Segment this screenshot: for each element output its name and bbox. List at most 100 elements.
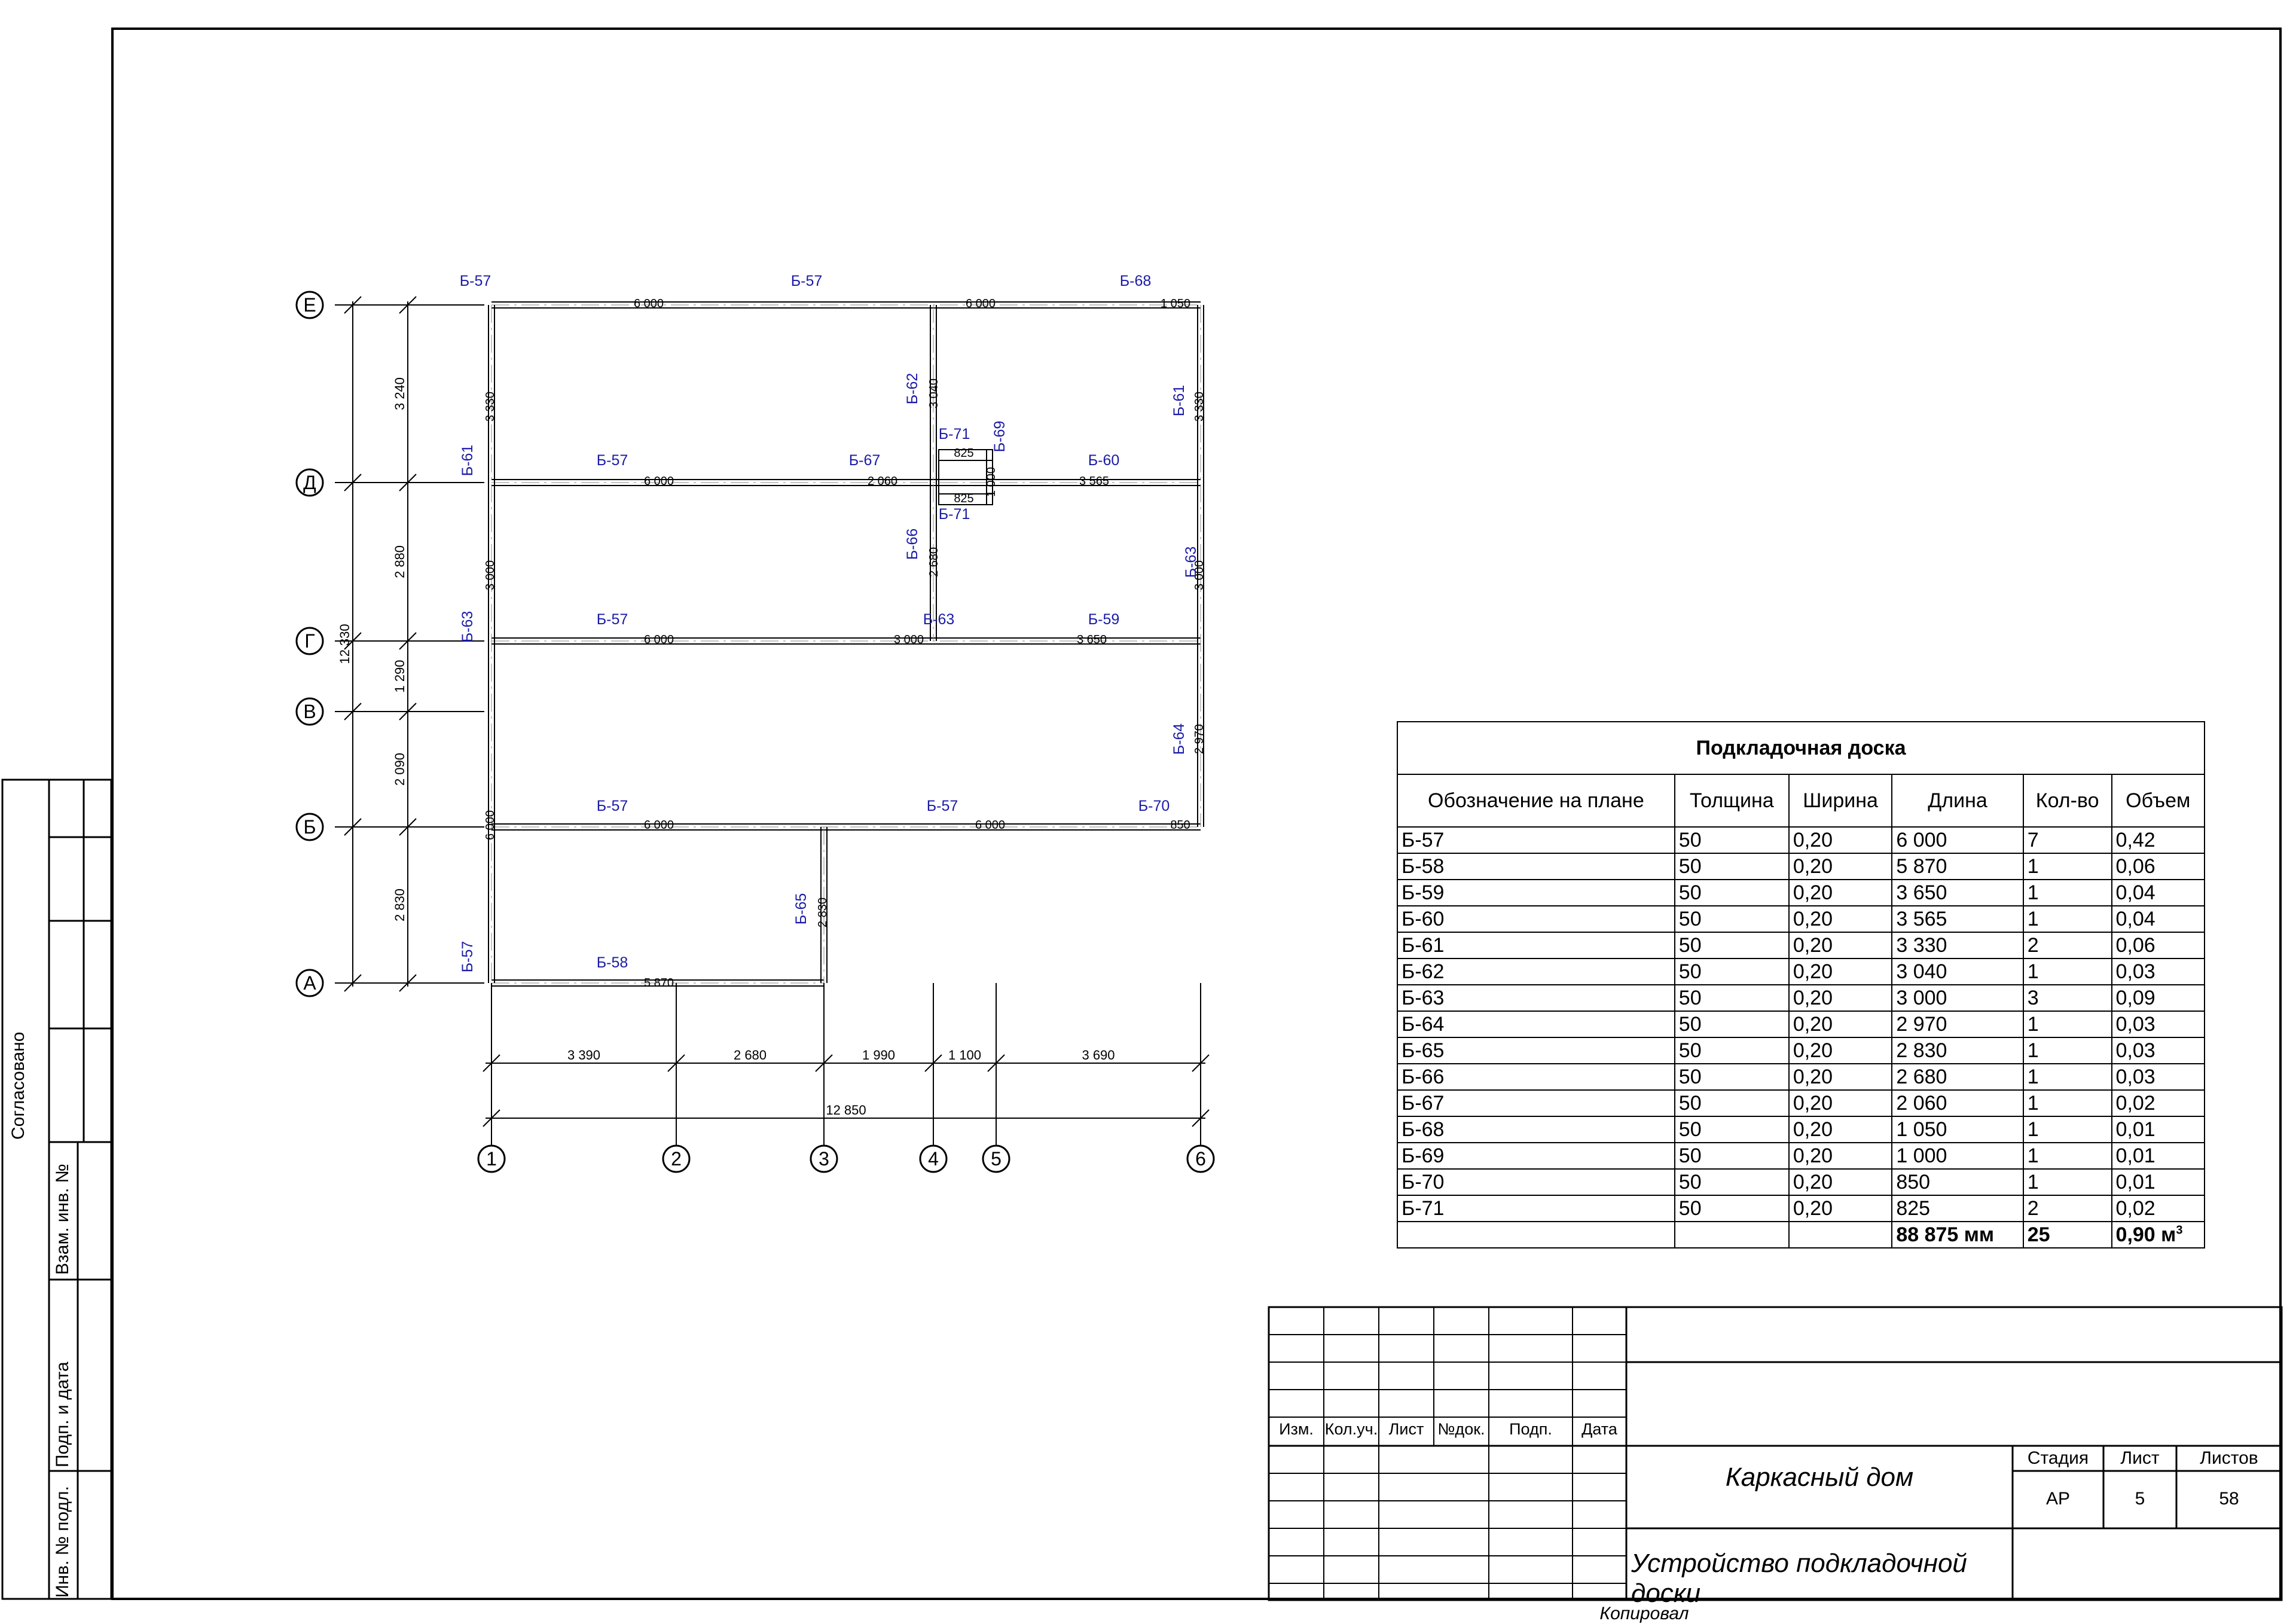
sheet-title: Устройство подкладочной доски xyxy=(1631,1549,1967,1608)
dim-tick xyxy=(399,474,417,492)
sheet-value: 5 xyxy=(2135,1489,2145,1509)
board-tag: Б-63 xyxy=(459,611,476,643)
total-volume: 0,90 м3 xyxy=(2111,1221,2206,1248)
sheets-label: Листов xyxy=(2200,1448,2258,1468)
table-title: Подкладочная доска xyxy=(1397,721,2205,775)
table-cell: 6 000 xyxy=(1891,826,2024,854)
table-cell: 0,20 xyxy=(1788,932,1893,959)
table-cell: Б-66 xyxy=(1397,1063,1675,1091)
table-cell: 850 xyxy=(1891,1168,2024,1196)
table-cell: 0,03 xyxy=(2111,1063,2206,1091)
board-tag: Б-64 xyxy=(1171,724,1187,755)
table-cell: 825 xyxy=(1891,1195,2024,1222)
board-length-text: 3 040 xyxy=(927,378,941,408)
stamp-col-label: Лист xyxy=(1388,1420,1424,1438)
axis-row-circle xyxy=(295,813,324,841)
table-cell: 50 xyxy=(1674,984,1790,1012)
stamp-col-label: Изм. xyxy=(1279,1420,1314,1438)
board-tag: Б-66 xyxy=(904,529,921,560)
stamp-col-label: №док. xyxy=(1437,1420,1485,1438)
row-dim-text: 2 090 xyxy=(392,753,407,786)
table-cell: 50 xyxy=(1674,1195,1790,1222)
board-tag: Б-71 xyxy=(939,506,970,523)
board-length-text: 5 870 xyxy=(644,976,674,990)
table-cell: Б-68 xyxy=(1397,1116,1675,1143)
board-length-text: 2 060 xyxy=(868,475,897,488)
table-cell: 3 565 xyxy=(1891,905,2024,933)
table-cell: 0,20 xyxy=(1788,853,1893,880)
table-cell: 50 xyxy=(1674,1168,1790,1196)
table-cell: 1 xyxy=(2022,1011,2112,1038)
dim-tick xyxy=(344,296,362,314)
board-tag: Б-59 xyxy=(1088,611,1120,628)
col-dim-text: 1 100 xyxy=(948,1048,981,1063)
table-cell: 3 650 xyxy=(1891,879,2024,906)
axis-row-label: Д xyxy=(303,472,316,493)
table-cell: 0,20 xyxy=(1788,1011,1893,1038)
table-cell: Б-69 xyxy=(1397,1142,1675,1170)
table-cell: 0,09 xyxy=(2111,984,2206,1012)
axis-row-circle xyxy=(295,627,324,655)
table-cell: 50 xyxy=(1674,1063,1790,1091)
table-cell: 0,20 xyxy=(1788,1168,1893,1196)
dim-tick xyxy=(483,1109,500,1127)
table-cell: 2 xyxy=(2022,932,2112,959)
table-cell: 5 870 xyxy=(1891,853,2024,880)
board-length-text: 2 680 xyxy=(927,547,941,577)
dim-tick xyxy=(815,1054,833,1072)
board-tag: Б-68 xyxy=(1120,273,1152,289)
table-header-cell: Ширина xyxy=(1788,774,1893,828)
axis-row-label: В xyxy=(303,701,316,722)
axis-col-label: 2 xyxy=(671,1148,682,1170)
table-cell: 0,42 xyxy=(2111,826,2206,854)
table-cell: 0,06 xyxy=(2111,932,2206,959)
board-length-text: 2 970 xyxy=(1193,724,1206,754)
table-cell: 0,01 xyxy=(2111,1142,2206,1170)
table-cell: Б-70 xyxy=(1397,1168,1675,1196)
table-cell: 1 xyxy=(2022,1116,2112,1143)
board-tag: Б-57 xyxy=(459,941,476,973)
board-tag: Б-57 xyxy=(460,273,491,289)
axis-col-circle xyxy=(919,1144,948,1173)
row-dim-text: 2 880 xyxy=(392,545,407,578)
axis-col-label: 1 xyxy=(486,1148,497,1170)
table-cell: 0,02 xyxy=(2111,1089,2206,1117)
sheet-label: Лист xyxy=(2120,1448,2160,1468)
table-cell: 0,03 xyxy=(2111,1037,2206,1064)
axis-row-circle xyxy=(295,468,324,497)
board-tag: Б-57 xyxy=(791,273,823,289)
col-dim-text: 1 990 xyxy=(862,1048,895,1063)
table-cell: 50 xyxy=(1674,1037,1790,1064)
table-cell: Б-71 xyxy=(1397,1195,1675,1222)
table-cell: 2 830 xyxy=(1891,1037,2024,1064)
table-cell: 3 xyxy=(2022,984,2112,1012)
table-cell: 0,20 xyxy=(1788,826,1893,854)
table-cell: 0,20 xyxy=(1788,1037,1893,1064)
board-length-text: 6 000 xyxy=(644,819,674,832)
board-length-text: 850 xyxy=(1170,819,1190,832)
table-cell: 3 000 xyxy=(1891,984,2024,1012)
inv-orig-label: Инв. № подл. xyxy=(53,1486,72,1598)
table-header-cell: Кол-во xyxy=(2022,774,2112,828)
board-tag: Б-57 xyxy=(597,452,628,469)
dim-tick xyxy=(924,1054,942,1072)
table-total-row: 88 875 мм 25 0,90 м3 xyxy=(1397,1221,2206,1248)
table-cell: 0,20 xyxy=(1788,905,1893,933)
axis-col-label: 5 xyxy=(991,1148,1002,1170)
project-name: Каркасный дом xyxy=(1725,1463,1914,1492)
board-length-text: 3 330 xyxy=(484,392,497,422)
table-cell: 2 060 xyxy=(1891,1089,2024,1117)
board-length-text: 6 000 xyxy=(966,297,996,310)
board-tag: Б-63 xyxy=(923,611,955,628)
board-tag: Б-63 xyxy=(1183,547,1199,578)
table-cell: 0,01 xyxy=(2111,1168,2206,1196)
dim-tick xyxy=(987,1054,1005,1072)
table-cell: Б-62 xyxy=(1397,958,1675,985)
